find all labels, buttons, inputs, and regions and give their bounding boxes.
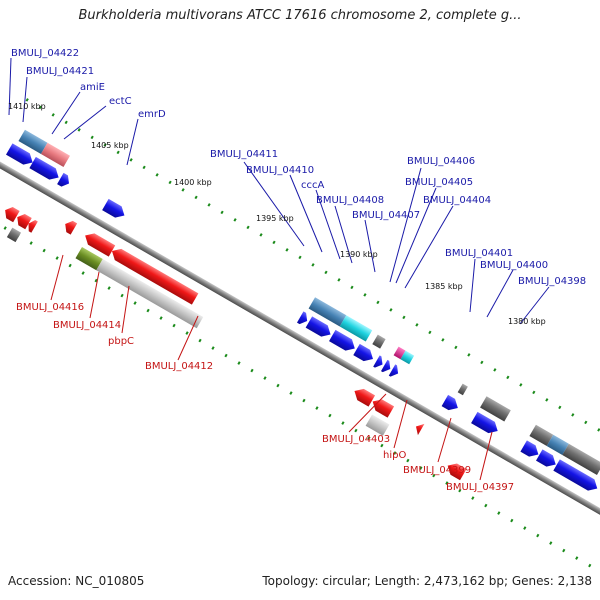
gene-label-04410[interactable]: BMULJ_04410 [246, 165, 314, 176]
forward-leader-lines [8, 57, 550, 325]
cds-arrow-pbpC[interactable] [82, 230, 116, 257]
rna-feature-04406[interactable] [393, 346, 406, 360]
map-title: Burkholderia multivorans ATCC 17616 chro… [78, 8, 522, 23]
gene-label-04408[interactable]: BMULJ_04408 [316, 195, 384, 206]
scale-label-1395: 1395 kbp [256, 214, 294, 223]
rna-feature-04422[interactable] [18, 129, 48, 155]
rna-feature-cccA[interactable] [339, 315, 373, 342]
cds-arrow-cccA[interactable] [329, 329, 358, 354]
gene-label-04421[interactable]: BMULJ_04421 [26, 66, 94, 77]
misc-feature-04416[interactable] [6, 227, 22, 243]
gene-label-04422[interactable]: BMULJ_04422 [11, 48, 79, 59]
rna-feature-04405[interactable] [400, 350, 415, 365]
rna-feature-04421[interactable] [40, 142, 70, 168]
scale-label-1400: 1400 kbp [174, 178, 212, 187]
forward-gene-labels: BMULJ_04422 BMULJ_04421 amiE ectC emrD B… [11, 48, 586, 287]
accession-text: Accession: NC_010805 [8, 574, 145, 588]
cds-arrow-amiE[interactable] [57, 172, 72, 189]
cds-arrow-04415[interactable] [14, 211, 32, 230]
gene-label-04403[interactable]: BMULJ_04403 [322, 434, 390, 445]
scale-label-1390: 1390 kbp [340, 250, 378, 259]
cds-arrow-04399[interactable] [413, 421, 425, 436]
cds-arrow-04412[interactable] [109, 245, 199, 305]
cds-arrow-04401[interactable] [441, 394, 461, 414]
misc-feature-04398a[interactable] [529, 424, 554, 447]
gene-label-04400[interactable]: BMULJ_04400 [480, 260, 548, 271]
misc-feature-04400[interactable] [480, 396, 511, 422]
reverse-gene-labels: BMULJ_04416 BMULJ_04414 pbpC BMULJ_04412… [16, 302, 514, 493]
rna-feature-04410[interactable] [308, 297, 347, 327]
gene-label-cccA[interactable]: cccA [301, 180, 324, 191]
cds-arrow-04422[interactable] [5, 143, 36, 168]
misc-feature-04397[interactable] [562, 443, 600, 476]
rotated-map [0, 98, 600, 572]
cds-arrow-04406[interactable] [380, 359, 394, 375]
scale-label-1410: 1410 kbp [8, 102, 46, 111]
cds-arrow-emrD[interactable] [102, 198, 128, 221]
cds-arrow-04397f[interactable] [553, 459, 600, 494]
gene-label-ectC[interactable]: ectC [109, 96, 132, 107]
cds-arrow-04414[interactable] [62, 218, 78, 235]
scale-ticks-lower [0, 203, 599, 572]
scale-label-1385: 1385 kbp [425, 282, 463, 291]
gene-label-04404[interactable]: BMULJ_04404 [423, 195, 491, 206]
cds-arrow-04398b[interactable] [536, 449, 559, 470]
topology-summary: Topology: circular; Length: 2,473,162 bp… [262, 574, 592, 588]
cds-arrow-hipO[interactable] [369, 396, 395, 418]
gene-label-04407[interactable]: BMULJ_04407 [352, 210, 420, 221]
misc-feature-04408[interactable] [372, 334, 386, 349]
misc-feature-pbpC[interactable] [75, 246, 103, 271]
gene-label-04416[interactable]: BMULJ_04416 [16, 302, 84, 313]
cds-arrow-04408[interactable] [353, 343, 376, 365]
cds-arrow-04404[interactable] [388, 364, 402, 379]
gene-label-04411[interactable]: BMULJ_04411 [210, 149, 278, 160]
misc-feature-hipO[interactable] [365, 414, 390, 436]
cds-arrow-04410[interactable] [305, 316, 334, 340]
gene-label-amiE[interactable]: amiE [80, 82, 105, 93]
scale-ticks-upper [25, 98, 600, 466]
cds-arrow-04397[interactable] [444, 460, 467, 481]
gene-label-04414[interactable]: BMULJ_04414 [53, 320, 121, 331]
cds-arrow-04416[interactable] [2, 204, 20, 223]
rna-feature-04398[interactable] [546, 434, 569, 456]
gene-label-04399[interactable]: BMULJ_04399 [403, 465, 471, 476]
scale-label-1405: 1405 kbp [91, 141, 129, 150]
gene-label-04398[interactable]: BMULJ_04398 [518, 276, 586, 287]
cds-arrow-04403[interactable] [351, 385, 376, 407]
misc-feature-04412[interactable] [96, 258, 204, 329]
gene-label-hipO[interactable]: hipO [383, 450, 406, 461]
gene-label-04412[interactable]: BMULJ_04412 [145, 361, 213, 372]
scale-label-1380: 1380 kbp [508, 317, 546, 326]
cds-arrow-04398[interactable] [520, 440, 541, 460]
gene-label-04405[interactable]: BMULJ_04405 [405, 177, 473, 188]
cds-arrow-04421[interactable] [29, 156, 61, 183]
gene-label-04401[interactable]: BMULJ_04401 [445, 248, 513, 259]
scale-labels: 1410 kbp 1405 kbp 1400 kbp 1395 kbp 1390… [8, 102, 546, 326]
gene-label-04406[interactable]: BMULJ_04406 [407, 156, 475, 167]
gene-label-pbpC[interactable]: pbpC [108, 336, 134, 347]
genome-backbone [0, 153, 600, 537]
misc-feature-04401[interactable] [457, 383, 468, 396]
cds-arrow-04400[interactable] [471, 411, 501, 437]
gene-label-04397[interactable]: BMULJ_04397 [446, 482, 514, 493]
gene-label-emrD[interactable]: emrD [138, 109, 166, 120]
reverse-leader-lines [50, 254, 493, 481]
cds-arrow-04407[interactable] [373, 355, 386, 370]
cds-arrow-04416b[interactable] [25, 218, 38, 233]
cds-arrow-04411[interactable] [296, 311, 310, 326]
